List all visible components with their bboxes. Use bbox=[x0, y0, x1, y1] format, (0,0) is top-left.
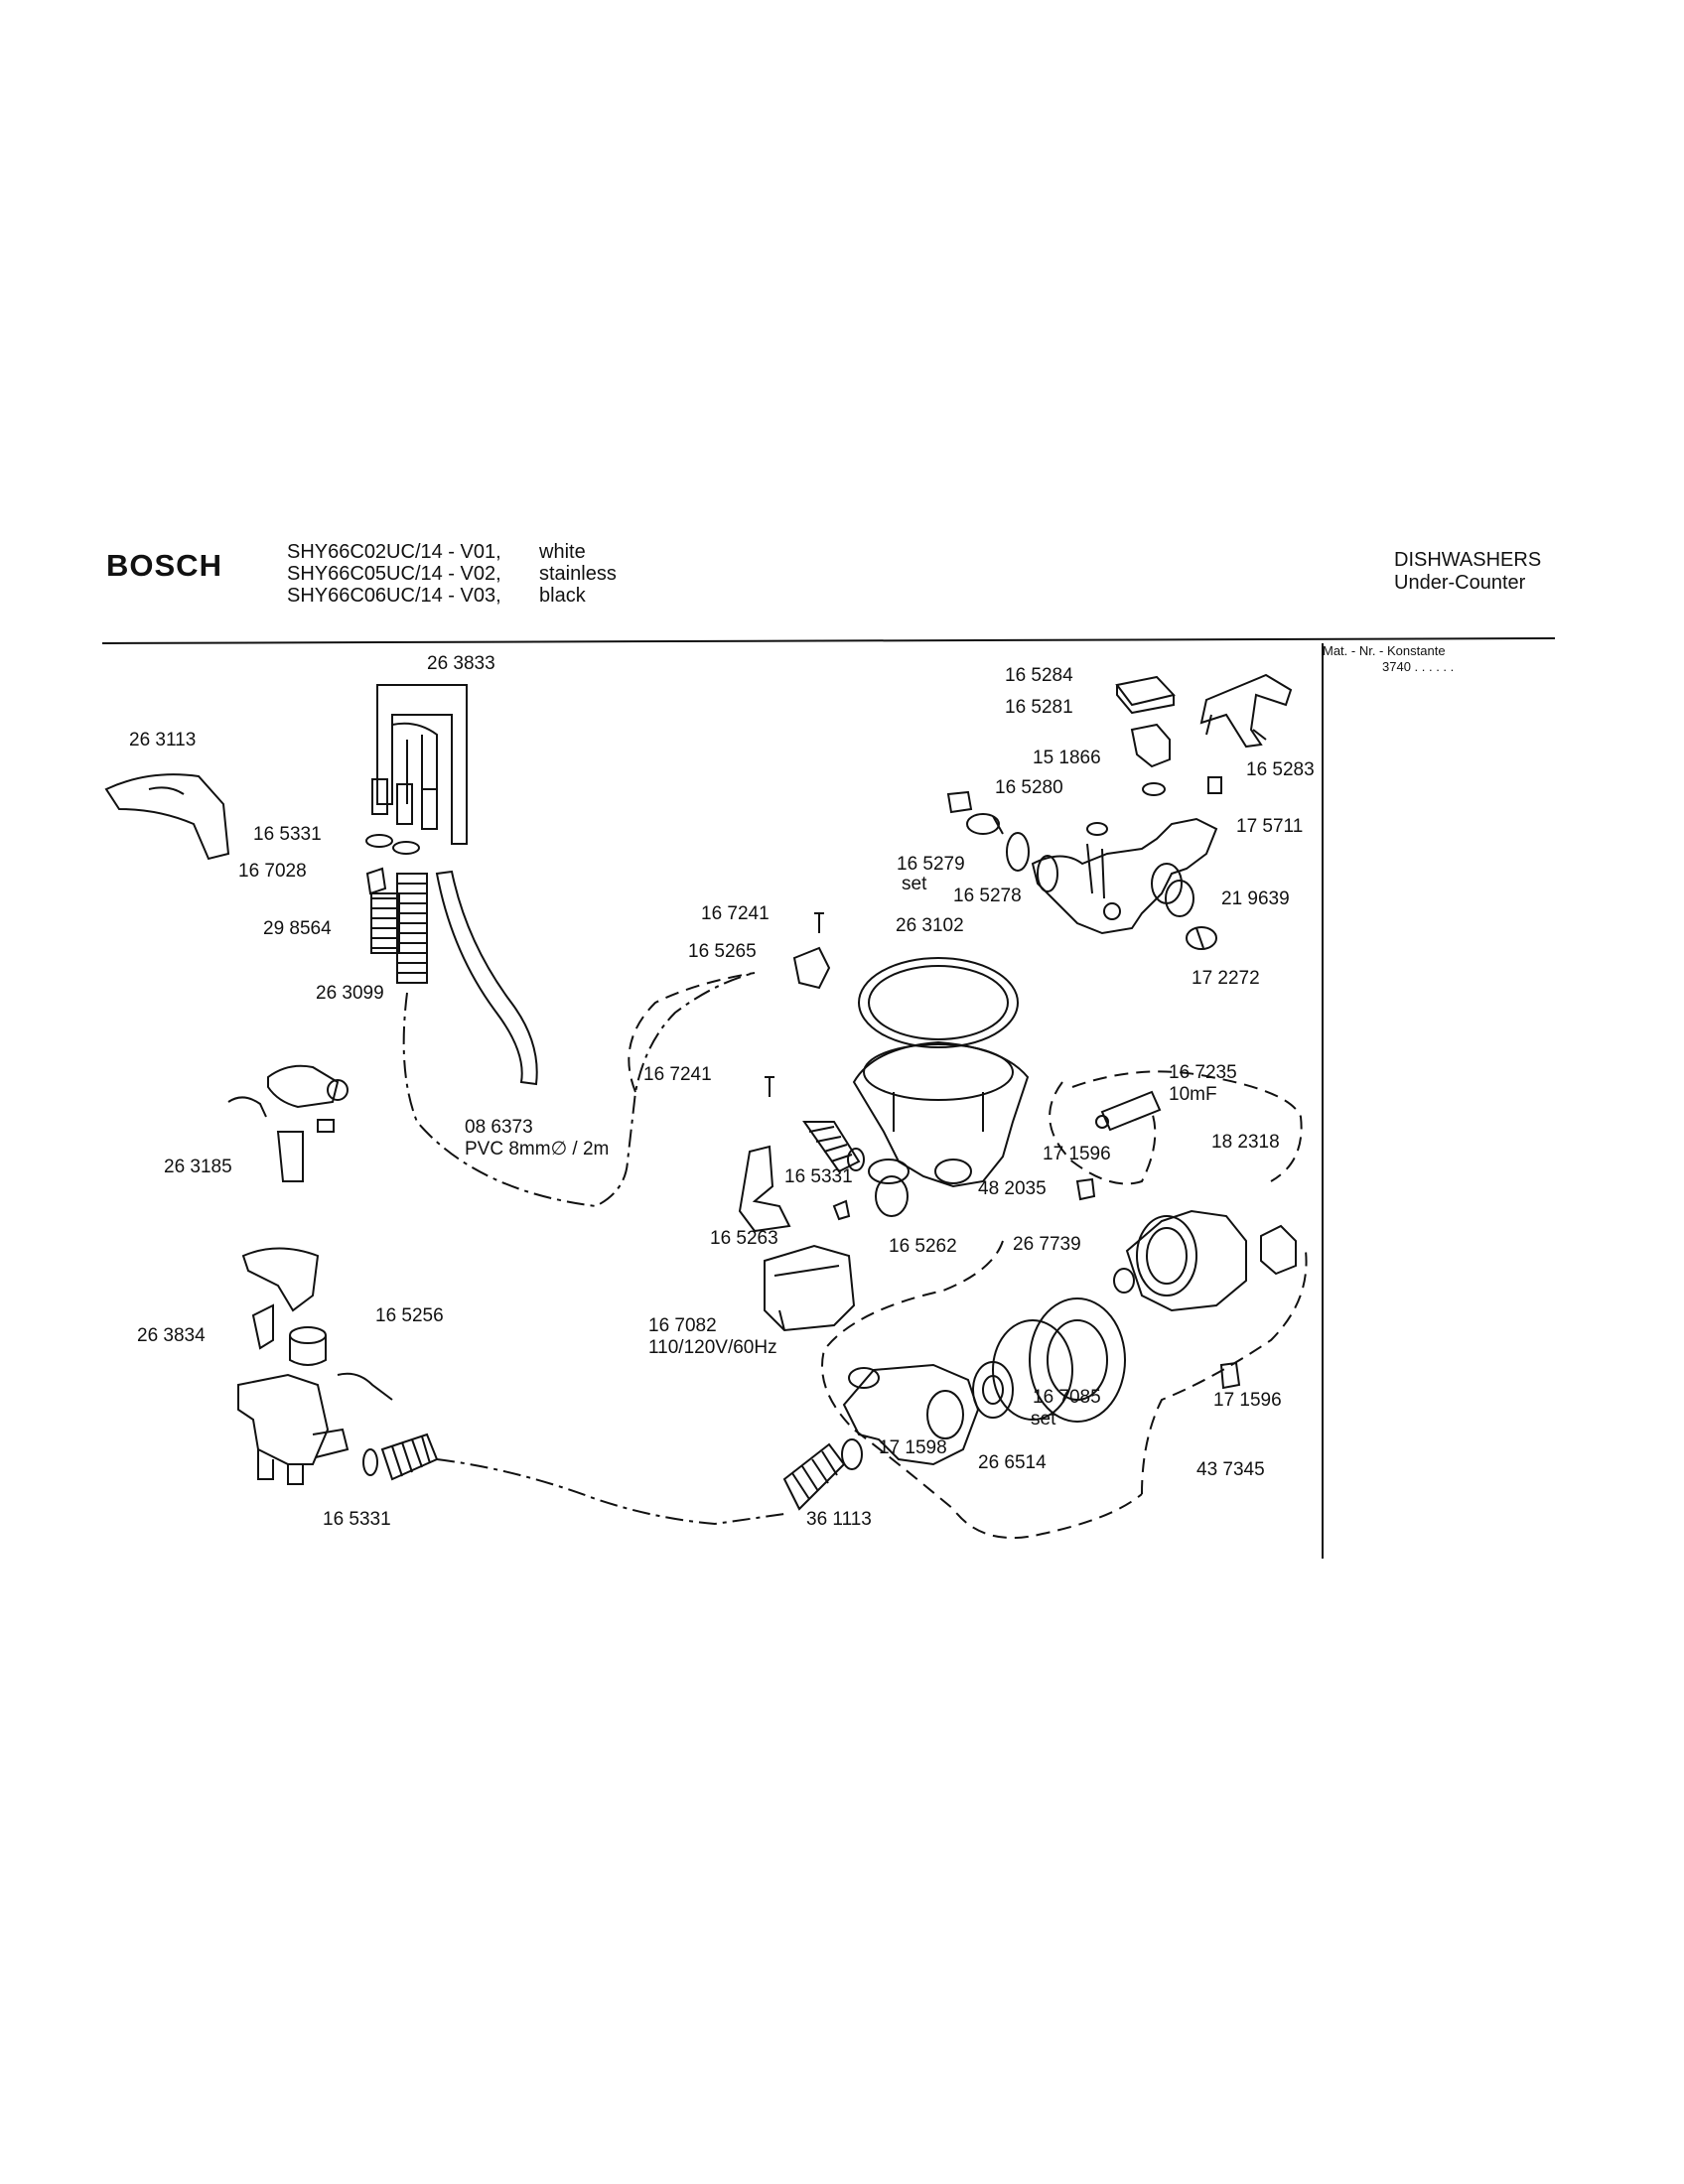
part-label: 17 2272 bbox=[1192, 968, 1260, 989]
control-part bbox=[241, 1247, 320, 1312]
part-label: 16 5281 bbox=[1005, 697, 1073, 718]
screw bbox=[765, 1076, 774, 1097]
material-number-value: 3740 . . . . . . bbox=[1382, 659, 1455, 674]
pump-motor bbox=[764, 1244, 856, 1332]
pvc-hose bbox=[435, 870, 538, 1086]
part-label: 16 5263 bbox=[710, 1228, 778, 1249]
part-label: 48 2035 bbox=[978, 1178, 1047, 1199]
model-code: SHY66C05UC/14 - V02, bbox=[287, 563, 501, 585]
pump-housing bbox=[842, 1363, 980, 1466]
part-label: 15 1866 bbox=[1033, 748, 1101, 768]
part-label: 16 5262 bbox=[889, 1236, 957, 1257]
bracket-part bbox=[376, 684, 468, 845]
part-label: 16 5265 bbox=[688, 941, 757, 962]
part-label: 16 7235 bbox=[1169, 1062, 1237, 1083]
part-label: 16 5331 bbox=[323, 1509, 391, 1530]
part-label: 16 5278 bbox=[953, 886, 1022, 906]
header-rule bbox=[101, 637, 1556, 644]
part-label: 16 5331 bbox=[784, 1166, 853, 1187]
small-cap-part bbox=[1115, 675, 1176, 707]
part-label: 16 5283 bbox=[1246, 759, 1315, 780]
material-number-title: Mat. - Nr. - Konstante bbox=[1323, 643, 1446, 658]
model-color: black bbox=[539, 585, 586, 607]
part-label: 26 3099 bbox=[316, 983, 384, 1004]
part-label: 16 7085 bbox=[1033, 1387, 1101, 1408]
sump-part bbox=[852, 1040, 1030, 1188]
part-label: 17 1598 bbox=[879, 1437, 947, 1458]
spring-part bbox=[380, 1433, 439, 1481]
model-code: SHY66C02UC/14 - V01, bbox=[287, 541, 501, 563]
part-label: set bbox=[1031, 1409, 1056, 1430]
part-label: 36 1113 bbox=[806, 1509, 872, 1530]
category-title: DISHWASHERS bbox=[1394, 549, 1542, 571]
part-label: 16 7241 bbox=[701, 903, 770, 924]
part-label: 26 3185 bbox=[164, 1157, 232, 1177]
model-color: stainless bbox=[539, 563, 617, 585]
part-label: 17 1596 bbox=[1213, 1390, 1282, 1411]
part-label: 26 3102 bbox=[896, 915, 964, 936]
category-subtitle: Under-Counter bbox=[1394, 572, 1526, 594]
part-label: 26 3834 bbox=[137, 1325, 206, 1346]
brand-logo: BOSCH bbox=[106, 548, 222, 583]
part-label: 16 5284 bbox=[1005, 665, 1073, 686]
valve-part bbox=[267, 1064, 340, 1109]
part-label: 18 2318 bbox=[1211, 1132, 1280, 1153]
spring-part bbox=[782, 1442, 846, 1511]
part-label: 16 5279 bbox=[897, 854, 965, 875]
part-label: 26 3113 bbox=[129, 730, 197, 751]
part-label: set bbox=[902, 874, 927, 894]
part-label: PVC 8mm∅ / 2m bbox=[465, 1139, 610, 1160]
part-label: 16 7241 bbox=[643, 1064, 712, 1085]
model-code: SHY66C06UC/14 - V03, bbox=[287, 585, 501, 607]
cover-part bbox=[1199, 673, 1293, 749]
heat-pump bbox=[1125, 1209, 1247, 1312]
spring-part bbox=[802, 1121, 861, 1173]
spring-part bbox=[396, 873, 428, 984]
part-label: 16 5280 bbox=[995, 777, 1063, 798]
clip bbox=[792, 946, 831, 990]
part-label: 21 9639 bbox=[1221, 888, 1290, 909]
part-label: 26 7739 bbox=[1013, 1234, 1081, 1255]
part-label: 16 7082 bbox=[648, 1315, 717, 1336]
part-label: 17 5711 bbox=[1236, 816, 1304, 837]
part-label: 10mF bbox=[1169, 1084, 1217, 1105]
part-label: 16 5331 bbox=[253, 824, 322, 845]
part-label: 08 6373 bbox=[465, 1117, 533, 1138]
valve-block bbox=[1031, 817, 1218, 935]
sump-ring bbox=[858, 957, 1019, 1048]
capacitor bbox=[1100, 1090, 1162, 1132]
part-label: 110/120V/60Hz bbox=[648, 1337, 777, 1358]
part-label: 26 6514 bbox=[978, 1452, 1047, 1473]
part-label: 17 1596 bbox=[1043, 1144, 1111, 1164]
model-color: white bbox=[539, 541, 586, 563]
cover-part bbox=[104, 773, 230, 861]
part-label: 26 3833 bbox=[427, 653, 495, 674]
part-label: 16 7028 bbox=[238, 861, 307, 882]
part-label: 43 7345 bbox=[1196, 1459, 1265, 1480]
part-label: 16 5256 bbox=[375, 1305, 444, 1326]
part-label: 29 8564 bbox=[263, 918, 332, 939]
gasket bbox=[1029, 1297, 1126, 1423]
screw bbox=[814, 912, 824, 933]
spring-part bbox=[370, 892, 400, 954]
